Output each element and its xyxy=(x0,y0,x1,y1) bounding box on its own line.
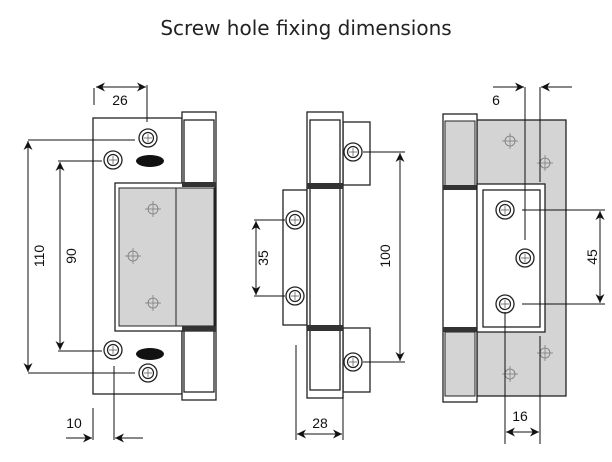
screw-hole-icon xyxy=(343,352,363,372)
logo-icon xyxy=(136,155,164,167)
dim-28: 28 xyxy=(312,415,328,431)
screw-hole-icon xyxy=(285,286,305,306)
screw-hole-icon xyxy=(343,142,363,162)
dim-90: 90 xyxy=(63,248,79,264)
screw-hole-icon xyxy=(138,128,158,148)
dim-35: 35 xyxy=(255,250,271,266)
screw-hole-icon xyxy=(495,200,515,220)
screw-hole-icon xyxy=(103,340,123,360)
dim-110: 110 xyxy=(31,245,47,268)
dim-45: 45 xyxy=(584,249,600,265)
screw-hole-icon xyxy=(515,248,535,268)
screw-hole-icon xyxy=(495,294,515,314)
dim-100: 100 xyxy=(377,244,393,268)
dim-26: 26 xyxy=(112,92,128,108)
screw-hole-icon xyxy=(285,210,305,230)
screw-hole-icon xyxy=(138,363,158,383)
dim-16: 16 xyxy=(512,408,528,424)
middle-view: 35 100 28 xyxy=(251,111,405,440)
dim-10: 10 xyxy=(66,415,82,431)
left-view: 26 110 90 10 xyxy=(23,82,217,443)
screw-hole-icon xyxy=(103,150,123,170)
logo-icon xyxy=(136,348,164,360)
right-view: 6 45 16 xyxy=(442,82,605,444)
diagram-title: Screw hole fixing dimensions xyxy=(160,16,452,40)
dim-6: 6 xyxy=(492,92,500,108)
